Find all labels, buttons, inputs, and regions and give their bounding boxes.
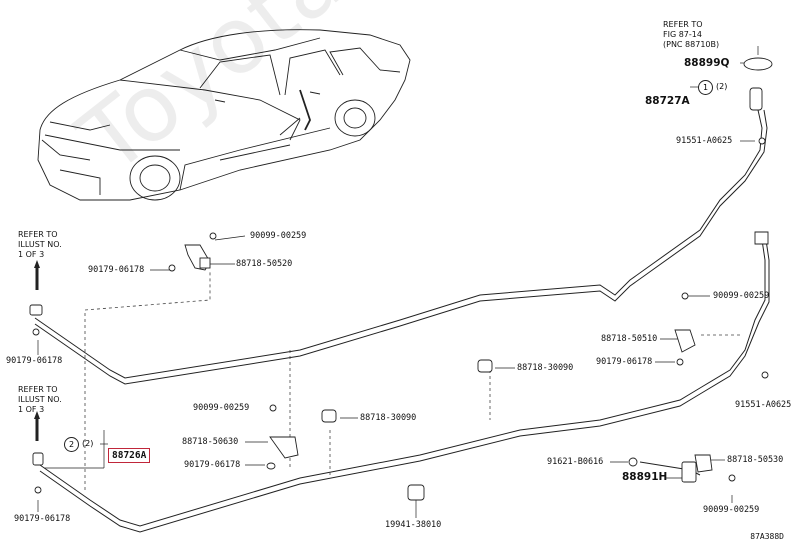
connector-19941 — [407, 484, 425, 501]
label-90179-06178-r[interactable]: 90179-06178 — [596, 357, 653, 367]
label-91551-a0625-r[interactable]: 91551-A0625 — [735, 400, 792, 410]
clip-90179-m — [266, 462, 276, 470]
circle-1: 1 — [698, 80, 713, 95]
arrow-up-icon — [34, 260, 40, 268]
bolt-91551-r — [761, 371, 769, 379]
label-88718-50520[interactable]: 88718-50520 — [236, 259, 293, 269]
bolt-top-2 — [168, 264, 176, 272]
bolt-90099-b — [728, 474, 736, 482]
refer-top-right: REFER TO FIG 87-14 (PNC 88710B) — [663, 20, 720, 49]
hose-end-right — [754, 231, 769, 245]
label-90099-00259-b[interactable]: 90099-00259 — [703, 505, 760, 515]
car-illustration — [37, 29, 411, 201]
bracket-50630 — [269, 436, 299, 459]
clip-90179-a — [32, 328, 40, 336]
label-88727a[interactable]: 88727A — [645, 95, 690, 107]
qty-2-top: (2) — [716, 82, 728, 91]
reference-arrows — [34, 260, 40, 441]
clamp-top — [199, 257, 211, 269]
label-88891h[interactable]: 88891H — [622, 471, 668, 483]
clip-90179-r — [676, 358, 684, 366]
bolt-90099-r — [681, 292, 689, 300]
leader-lines — [37, 46, 759, 518]
label-91621-b0616[interactable]: 91621-B0616 — [547, 457, 604, 467]
circle-2: 2 — [64, 437, 79, 452]
label-90099-00259-top[interactable]: 90099-00259 — [250, 231, 307, 241]
grommet-88899q — [743, 57, 773, 71]
label-90179-06178-b[interactable]: 90179-06178 — [6, 356, 63, 366]
bracket-50530 — [694, 454, 713, 473]
label-90099-00259-m[interactable]: 90099-00259 — [193, 403, 250, 413]
label-88718-50510[interactable]: 88718-50510 — [601, 334, 658, 344]
arrow-up-icon-2 — [34, 411, 40, 419]
bolt-91551-top — [758, 137, 766, 145]
label-88718-30090-low[interactable]: 88718-30090 — [360, 413, 417, 423]
label-88718-30090-mid[interactable]: 88718-30090 — [517, 363, 574, 373]
hose-lines — [34, 109, 770, 533]
clamp-30090-mid — [477, 359, 493, 373]
refer-left-top: REFER TO ILLUST NO. 1 OF 3 — [18, 230, 62, 259]
label-90179-06178-m[interactable]: 90179-06178 — [184, 460, 241, 470]
fittings — [29, 57, 773, 501]
refer-left-bottom: REFER TO ILLUST NO. 1 OF 3 — [18, 385, 62, 414]
label-90179-06178-a[interactable]: 90179-06178 — [88, 265, 145, 275]
bracket-right — [674, 329, 696, 353]
bolt-90099-m — [269, 404, 277, 412]
label-90099-00259-r[interactable]: 90099-00259 — [713, 291, 770, 301]
connector-88891h — [681, 461, 697, 483]
label-88726a-highlight[interactable]: 88726A — [108, 448, 151, 463]
guide-lines — [84, 270, 740, 490]
label-88899q[interactable]: 88899Q — [684, 57, 730, 69]
clamp-30090-low — [321, 409, 337, 423]
nozzle-88727a — [749, 87, 763, 111]
bolt-top-1 — [209, 232, 217, 240]
fitting-91621 — [628, 457, 638, 467]
label-91551-a0625-top[interactable]: 91551-A0625 — [676, 136, 733, 146]
hose-end-left-bottom — [32, 452, 44, 466]
label-88718-50630[interactable]: 88718-50630 — [182, 437, 239, 447]
clip-90179-bl — [34, 486, 42, 494]
hose-end-left-top — [29, 304, 43, 316]
qty-2-left: (2) — [82, 439, 94, 448]
diagram-code: 87A388D — [750, 532, 784, 541]
label-90179-06178-bl[interactable]: 90179-06178 — [14, 514, 71, 524]
label-19941-38010[interactable]: 19941-38010 — [385, 520, 442, 530]
label-88718-50530[interactable]: 88718-50530 — [727, 455, 784, 465]
